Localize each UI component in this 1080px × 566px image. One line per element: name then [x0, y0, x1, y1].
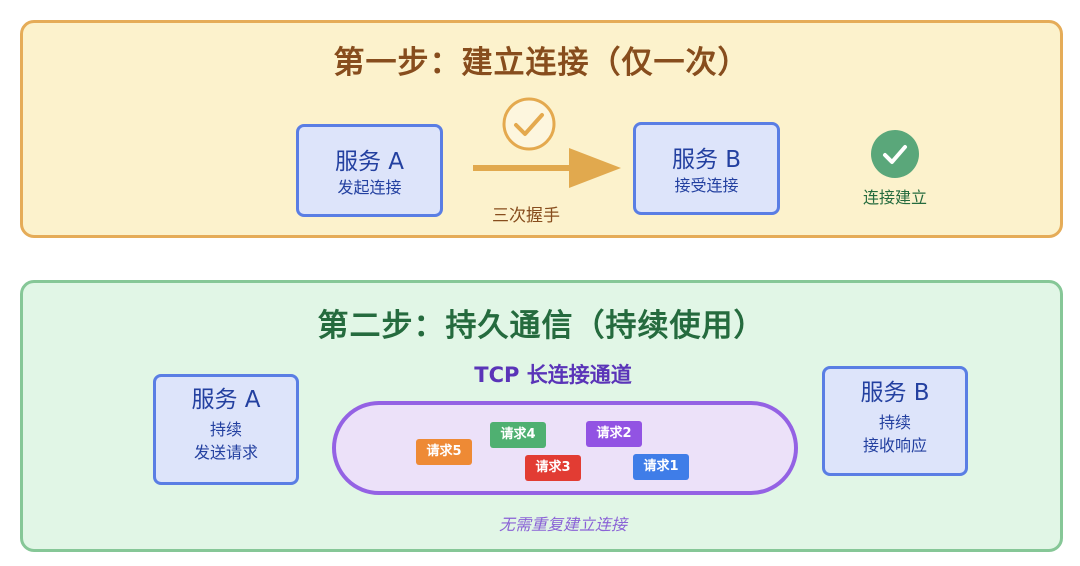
- service-a-sender-box: 服务 A 持续 发送请求: [153, 374, 299, 485]
- tcp-tunnel: [332, 401, 798, 495]
- request-5-chip: 请求5: [416, 439, 472, 465]
- service-b-desc: 接受连接: [674, 176, 739, 195]
- tunnel-title: TCP 长连接通道: [474, 363, 632, 387]
- service-b-name: 服务 B: [860, 380, 930, 406]
- service-a-name: 服务 A: [334, 149, 405, 175]
- service-a-box: 服务 A 发起连接: [296, 124, 443, 217]
- service-a-line1: 持续: [209, 420, 242, 439]
- request-3-chip: 请求3: [525, 455, 581, 481]
- request-2-chip: 请求2: [586, 421, 642, 447]
- service-a-desc: 发起连接: [337, 178, 402, 197]
- service-b-name: 服务 B: [671, 147, 742, 173]
- step2-panel: 第二步：持久通信（持续使用） 服务 A 持续 发送请求 TCP 长连接通道 请求…: [20, 280, 1063, 552]
- handshake-label: 三次握手: [492, 206, 560, 226]
- established-label: 连接建立: [862, 188, 927, 207]
- check-badge-icon: [871, 130, 919, 178]
- step1-panel: 第一步：建立连接（仅一次） 服务 A 发起连接 三次握手 服务 B 接受连接 连…: [20, 20, 1063, 238]
- service-b-line2: 接收响应: [862, 436, 927, 455]
- service-b-receiver-box: 服务 B 持续 接收响应: [822, 366, 968, 476]
- step1-title: 第一步：建立连接（仅一次）: [333, 45, 750, 81]
- service-b-box: 服务 B 接受连接: [633, 122, 780, 215]
- arrow-right-icon: [473, 148, 621, 188]
- service-a-line2: 发送请求: [193, 443, 258, 462]
- tunnel-note: 无需重复建立连接: [498, 515, 627, 534]
- service-b-line1: 持续: [878, 413, 911, 432]
- step2-title: 第二步：持久通信（持续使用）: [317, 308, 766, 344]
- request-4-chip: 请求4: [490, 422, 546, 448]
- request-1-chip: 请求1: [633, 454, 689, 480]
- service-a-name: 服务 A: [191, 387, 261, 413]
- check-circle-icon: [502, 97, 556, 151]
